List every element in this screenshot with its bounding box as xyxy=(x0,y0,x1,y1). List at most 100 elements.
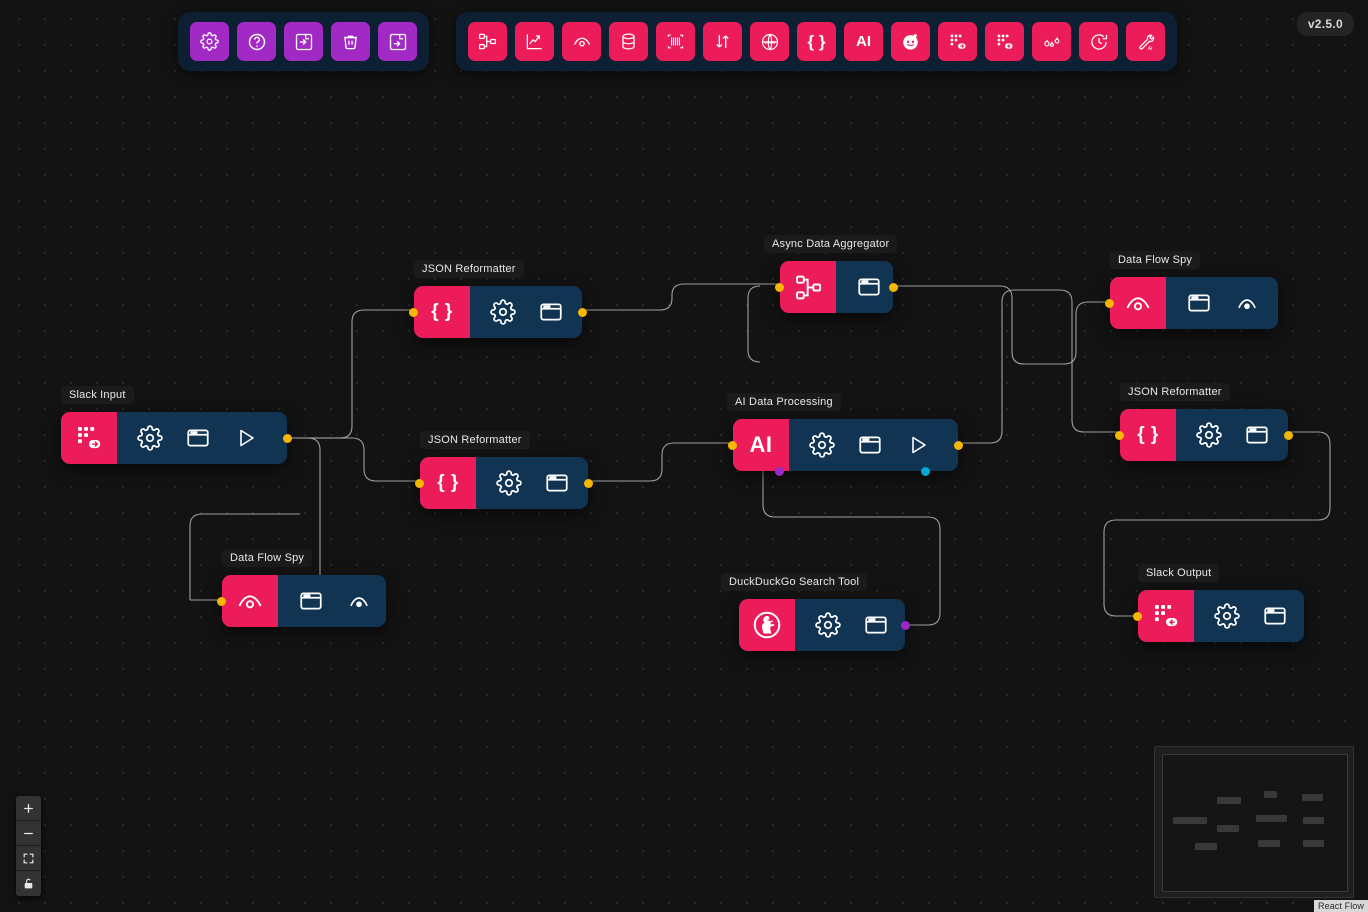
output-handle[interactable] xyxy=(1284,430,1293,440)
unlock-icon[interactable] xyxy=(16,871,41,896)
spy-eye-icon[interactable] xyxy=(222,575,278,627)
braces-icon[interactable]: { } xyxy=(1120,409,1176,461)
barcode-icon-button[interactable] xyxy=(656,22,695,61)
gear-icon[interactable] xyxy=(480,286,526,338)
node-json-reformatter-top[interactable]: JSON Reformatter { } xyxy=(409,260,587,338)
www-globe-icon-button[interactable]: www xyxy=(750,22,789,61)
node-slack-input[interactable]: Slack Input xyxy=(61,386,292,464)
gear-icon[interactable] xyxy=(799,419,845,471)
node-ai-data-processing[interactable]: AI Data Processing AI xyxy=(727,393,963,476)
bubbles-icon-button[interactable] xyxy=(1032,22,1071,61)
node-actions xyxy=(1166,277,1280,329)
minimap-node xyxy=(1217,825,1239,832)
window-icon[interactable] xyxy=(288,575,334,627)
merge-split-icon[interactable] xyxy=(780,261,836,313)
slack-in-icon[interactable] xyxy=(61,412,117,464)
slack-out-icon[interactable] xyxy=(1138,590,1194,642)
window-icon[interactable] xyxy=(1252,590,1298,642)
minimap-node xyxy=(1302,794,1323,801)
input-handle[interactable] xyxy=(409,307,418,317)
input-handle[interactable] xyxy=(415,478,424,488)
input-handle[interactable] xyxy=(1115,430,1124,440)
import-flow-icon-button[interactable] xyxy=(284,22,323,61)
slack-in-icon-button[interactable] xyxy=(938,22,977,61)
save-flow-icon-button[interactable] xyxy=(378,22,417,61)
minimap-node xyxy=(1217,797,1241,804)
node-palette-toolbar[interactable]: www { } AI xyxy=(456,12,1177,71)
window-icon[interactable] xyxy=(528,286,574,338)
window-icon[interactable] xyxy=(1176,277,1222,329)
minimap-viewport[interactable] xyxy=(1162,754,1348,892)
gear-icon[interactable] xyxy=(1204,590,1250,642)
ai-wrench-icon-button[interactable]: AI xyxy=(1126,22,1165,61)
spy-eye-icon-button[interactable] xyxy=(562,22,601,61)
clock-history-icon-button[interactable] xyxy=(1079,22,1118,61)
tool-handle[interactable] xyxy=(775,467,784,476)
react-flow-attribution[interactable]: React Flow xyxy=(1313,900,1368,912)
input-handle[interactable] xyxy=(728,440,737,450)
node-json-reformatter-mid[interactable]: JSON Reformatter { } xyxy=(415,431,593,509)
input-handle[interactable] xyxy=(217,596,226,606)
ai-icon[interactable]: AI xyxy=(733,419,789,471)
gear-icon[interactable] xyxy=(805,599,851,651)
output-handle[interactable] xyxy=(584,478,593,488)
toggle-dot-icon[interactable] xyxy=(1224,277,1270,329)
gear-icon[interactable] xyxy=(486,457,532,509)
node-json-reformatter-right[interactable]: JSON Reformatter { } xyxy=(1115,383,1293,461)
fit-view-icon[interactable] xyxy=(16,846,41,871)
minimap-node xyxy=(1258,840,1280,847)
reddit-icon-button[interactable] xyxy=(891,22,930,61)
help-circle-icon-button[interactable] xyxy=(237,22,276,61)
input-handle[interactable] xyxy=(1133,611,1142,621)
node-async-data-aggregator[interactable]: Async Data Aggregator xyxy=(764,235,898,313)
trash-icon-button[interactable] xyxy=(331,22,370,61)
braces-icon-button[interactable]: { } xyxy=(797,22,836,61)
minimap[interactable] xyxy=(1154,746,1354,898)
gear-icon[interactable] xyxy=(127,412,173,464)
merge-split-icon-button[interactable] xyxy=(468,22,507,61)
input-handle[interactable] xyxy=(1105,298,1114,308)
output-handle[interactable] xyxy=(954,440,963,450)
database-icon-button[interactable] xyxy=(609,22,648,61)
node-label: JSON Reformatter xyxy=(1120,383,1230,401)
node-label: JSON Reformatter xyxy=(420,431,530,449)
window-icon[interactable] xyxy=(846,261,892,313)
zoom-in-icon[interactable] xyxy=(16,796,41,821)
spy-eye-icon[interactable] xyxy=(1110,277,1166,329)
node-duckduckgo-search-tool[interactable]: DuckDuckGo Search Tool xyxy=(721,573,910,651)
minimap-node xyxy=(1195,843,1217,850)
svg-text:AI: AI xyxy=(1147,45,1152,51)
node-actions xyxy=(836,261,902,313)
toggle-dot-icon[interactable] xyxy=(336,575,382,627)
window-icon[interactable] xyxy=(847,419,893,471)
window-icon[interactable] xyxy=(175,412,221,464)
slack-out-icon-button[interactable] xyxy=(985,22,1024,61)
braces-icon[interactable]: { } xyxy=(420,457,476,509)
play-icon[interactable] xyxy=(895,419,941,471)
memory-handle[interactable] xyxy=(921,467,930,476)
output-handle[interactable] xyxy=(578,307,587,317)
window-icon[interactable] xyxy=(1234,409,1280,461)
braces-icon[interactable]: { } xyxy=(414,286,470,338)
tool-output-handle[interactable] xyxy=(901,620,910,630)
output-handle[interactable] xyxy=(283,433,292,443)
node-data-flow-spy-left[interactable]: Data Flow Spy xyxy=(217,549,386,627)
output-handle[interactable] xyxy=(889,282,898,292)
sort-arrows-icon-button[interactable] xyxy=(703,22,742,61)
gear-icon-button[interactable] xyxy=(190,22,229,61)
line-chart-icon-button[interactable] xyxy=(515,22,554,61)
zoom-controls[interactable] xyxy=(16,796,41,896)
node-slack-output[interactable]: Slack Output xyxy=(1133,564,1304,642)
window-icon[interactable] xyxy=(853,599,899,651)
input-handle[interactable] xyxy=(775,282,784,292)
ai-icon-button[interactable]: AI xyxy=(844,22,883,61)
gear-icon[interactable] xyxy=(1186,409,1232,461)
primary-toolbar[interactable] xyxy=(178,12,429,71)
minimap-node xyxy=(1173,817,1207,824)
play-icon[interactable] xyxy=(223,412,269,464)
zoom-out-icon[interactable] xyxy=(16,821,41,846)
duckduckgo-icon[interactable] xyxy=(739,599,795,651)
node-data-flow-spy-right[interactable]: Data Flow Spy xyxy=(1105,251,1280,329)
window-icon[interactable] xyxy=(534,457,580,509)
